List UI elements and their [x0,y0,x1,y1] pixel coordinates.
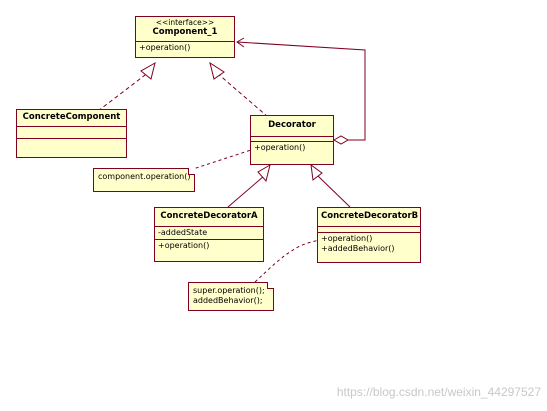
concrete-decorator-a-class[interactable]: ConcreteDecoratorA -addedState +operatio… [154,207,264,262]
decorator-class[interactable]: Decorator +operation() [250,115,334,165]
note-decorator-b-line-1: super.operation(); [193,286,265,295]
aggregation-line [236,41,366,141]
concrete-decorator-b-operations: +operation() +addedBehavior() [318,232,420,255]
note-decorator: component.operation() [93,168,195,192]
concrete-decorator-a-operation: +operation() [158,241,210,250]
component-operation: +operation() [139,43,191,52]
generalization-arrowhead-a [257,163,271,183]
decorator-operation: +operation() [254,143,306,152]
decorator-name: Decorator [268,120,316,130]
generalization-decorator-b [317,175,351,208]
note-decorator-line: component.operation() [98,172,191,181]
note-anchor-decorator [189,149,252,171]
decorator-attributes [251,136,333,141]
concrete-decorator-a-attributes: -addedState [155,226,263,239]
concrete-decorator-a-attribute: -addedState [158,228,208,237]
concrete-component-attributes [17,126,126,138]
aggregation-diamond [332,135,350,145]
concrete-component-class[interactable]: ConcreteComponent [16,109,127,158]
realization-concretecomponent [97,71,150,112]
realization-decorator [216,72,269,118]
generalization-arrowhead-b [310,163,323,181]
concrete-decorator-b-operation-2: +addedBehavior() [321,244,395,253]
realization-arrowhead-left [140,61,156,80]
note-decorator-b-line-2: addedBehavior(); [193,296,263,305]
note-fold-icon [267,282,274,289]
note-anchor-decorator-b [254,239,321,283]
concrete-component-name: ConcreteComponent [22,112,121,122]
note-fold-icon [188,168,195,175]
component-operations: +operation() [136,41,234,54]
concrete-decorator-b-name: ConcreteDecoratorB [321,211,419,221]
generalization-decorator-a [227,175,265,208]
realization-arrowhead-right [209,61,225,80]
concrete-decorator-a-operations: +operation() [155,239,263,252]
component-class[interactable]: <<interface>> Component_1 +operation() [135,16,235,58]
concrete-decorator-a-name: ConcreteDecoratorA [160,211,258,221]
concrete-decorator-b-operation-1: +operation() [321,234,373,243]
decorator-operations: +operation() [251,141,333,154]
note-decorator-b: super.operation(); addedBehavior(); [188,282,274,311]
concrete-decorator-b-class[interactable]: ConcreteDecoratorB +operation() +addedBe… [317,207,421,263]
concrete-component-operations [17,138,126,150]
component-stereotype: <<interface>> [155,18,215,27]
watermark-text: https://blog.csdn.net/weixin_44297527 [336,385,541,399]
concrete-decorator-b-attributes [318,226,420,232]
component-name: Component_1 [152,27,218,37]
aggregation-arrowhead [236,37,245,48]
